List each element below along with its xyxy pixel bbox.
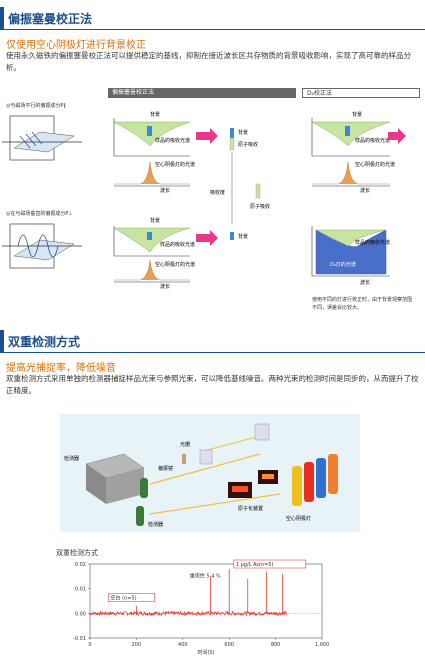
section2-subtitle: 提高光捕捉率，降低噪音	[6, 363, 116, 374]
absorb-bottom-bg-label: 背景	[238, 233, 248, 240]
parallel-wave-icon	[2, 115, 82, 161]
x-tick-label: 400	[178, 642, 188, 648]
zeeman-top-sample-label: 样品的吸收光谱	[155, 137, 190, 144]
x-axis-label: 时间(S)	[197, 649, 214, 656]
y-tick-label: 0.00	[75, 611, 86, 617]
perpendicular-wave-icon	[2, 223, 82, 269]
y-tick-label: -0.01	[73, 636, 86, 642]
rsd-annotation: 重现性 5.4 %	[190, 572, 221, 579]
sample-annotation: 1 μg/L As(n=5)	[236, 562, 274, 568]
atomizer-label: 原子化装置	[238, 505, 263, 512]
x-tick-label: 1,000	[315, 642, 329, 648]
d2-top-wl-label: 波长	[360, 187, 370, 194]
blank-annotation: 空白 (n=5)	[111, 595, 137, 602]
zeeman-diagram: 背景 样品的吸收光谱 空心阴极灯的光谱 波长 背景 样品的吸收光谱 空心阴极灯的…	[2, 111, 406, 290]
d2-bottom-graph: D₂灯的光谱 样品的吸收光谱 波长	[311, 226, 390, 286]
noise-chart: 0.02 0.01 0.00 -0.010 200 400 600 800 1,000 时间(S)…	[73, 559, 329, 656]
d2-top-sample-label: 样品的吸收光谱	[355, 137, 390, 144]
y-tick-label: 0.02	[75, 562, 86, 568]
blank-box	[108, 593, 155, 602]
zeeman-top-wl-label: 波长	[160, 187, 170, 194]
zeeman-box-header: 偏振塞曼校正法	[108, 88, 296, 98]
optics-illustration: 检测器 检测器 偏振镜 光栅 原子化装置 空心阴极灯	[60, 414, 360, 532]
arrow-top	[196, 128, 218, 144]
d2-arrow	[388, 128, 406, 144]
d2-spectrum-label: D₂灯的光谱	[330, 261, 356, 268]
d2-box-header: D₂校正法	[302, 88, 420, 98]
d2-top-bg-label: 背景	[352, 111, 362, 118]
section2-title: 双重检测方式	[8, 335, 81, 349]
beam-splitter-label: 偏振镜	[158, 465, 173, 472]
zeeman-top-hcl-label: 空心阴极灯的光谱	[155, 161, 195, 168]
plot-area	[89, 563, 323, 639]
section2-bar	[0, 330, 4, 352]
section2-paragraph: 双重检测方式采用单独的检测器捕捉样品光束与参照光束，可以降低基线噪音。两种光束的…	[6, 374, 419, 395]
x-tick-label: 0	[88, 642, 91, 648]
hcl-label: 空心阴极灯	[286, 515, 311, 522]
absorb-atomic2-label: 原子吸收	[250, 203, 270, 210]
zeeman-top-graph: 背景 样品的吸收光谱 空心阴极灯的光谱 波长	[113, 111, 195, 194]
sample-box	[233, 559, 307, 569]
section1-bar	[0, 7, 4, 29]
absorbance-label: 吸收度	[210, 189, 225, 196]
zeeman-bottom-hcl-label: 空心阴极灯的光谱	[155, 261, 195, 268]
zeeman-bottom-graph: 背景 样品的吸收光谱 空心阴极灯的光谱 波长	[113, 217, 195, 290]
perpendicular-label: ◎在与磁场垂直的偏振成分P⊥	[6, 211, 73, 217]
section1-paragraph: 使用永久磁铁的偏振塞曼校正法可以提供稳定的基线，抑制在接近波长区共存物质的背景吸…	[6, 51, 411, 72]
y-tick-label: 0.01	[75, 587, 86, 593]
zeeman-top-bg-label: 背景	[150, 111, 160, 118]
d2-bottom-sample-label: 样品的吸收光谱	[355, 239, 390, 246]
detector-label-2: 检测器	[148, 521, 163, 528]
absorb-atomic-label: 原子吸收	[238, 141, 258, 148]
zeeman-bottom-wl-label: 波长	[160, 283, 170, 290]
d2-note: 使用不同的灯进行校正时，由于背景观察范围不同，误差会比较大。	[312, 297, 413, 311]
detector-label-1: 检测器	[64, 455, 79, 462]
section1-header: 偏振塞曼校正法	[0, 7, 425, 30]
zeeman-bottom-bg-label: 背景	[150, 217, 160, 224]
section2-header: 双重检测方式	[0, 330, 425, 353]
chart-title: 双重检测方式	[56, 549, 98, 557]
d2-top-hcl-label: 空心阴极灯的光谱	[355, 161, 395, 168]
section1-divider	[0, 29, 425, 30]
arrow-bottom	[196, 230, 218, 246]
optics-label: 光栅	[180, 441, 190, 448]
x-tick-label: 800	[271, 642, 281, 648]
x-tick-label: 600	[224, 642, 234, 648]
x-tick-label: 200	[132, 642, 142, 648]
zeeman-bottom-sample-label: 样品的吸收光谱	[160, 241, 195, 248]
parallel-label: ◎与磁场平行的偏振成分P∥	[6, 103, 66, 109]
baseline-series	[89, 610, 288, 617]
section1-title: 偏振塞曼校正法	[8, 12, 93, 26]
d2-bottom-wl-label: 波长	[360, 279, 370, 286]
section1-subtitle: 仅使用空心阴极灯进行背景校正	[6, 40, 146, 51]
absorb-bg-label: 背景	[238, 129, 248, 136]
section2-divider	[0, 352, 425, 353]
d2-top-graph: 背景 样品的吸收光谱 空心阴极灯的光谱 波长	[311, 111, 395, 194]
